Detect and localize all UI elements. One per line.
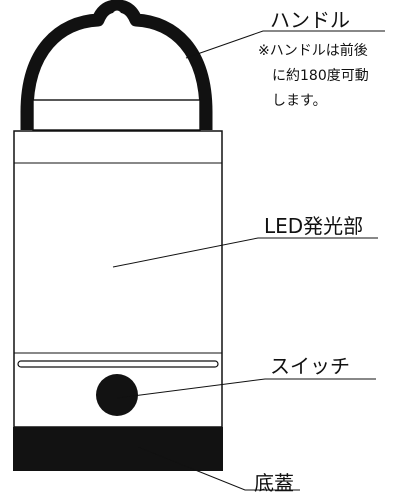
handle-hanging-hole [112, 10, 122, 20]
led-leader [112, 237, 378, 268]
handle [20, 0, 213, 130]
slit-groove [17, 360, 219, 368]
handle-arch [20, 0, 213, 130]
handle-leader [185, 30, 385, 59]
switch-label: スイッチ [270, 354, 350, 378]
handle-label: ハンドル [270, 8, 350, 32]
lantern-body [13, 130, 223, 428]
handle-note-line3: します。 [272, 93, 327, 109]
top-cap [32, 99, 201, 131]
leader-lines [112, 30, 385, 491]
bottom-cover-label: 底蓋 [254, 471, 294, 495]
led-label: LED発光部 [264, 214, 363, 238]
bottom-cover [13, 427, 223, 471]
switch-leader [116, 378, 376, 399]
bottom-cover-leader [137, 446, 300, 491]
handle-note-line2: に約180度可動 [272, 68, 369, 84]
handle-note-line1: ※ハンドルは前後 [258, 42, 368, 59]
switch-button [96, 374, 138, 416]
